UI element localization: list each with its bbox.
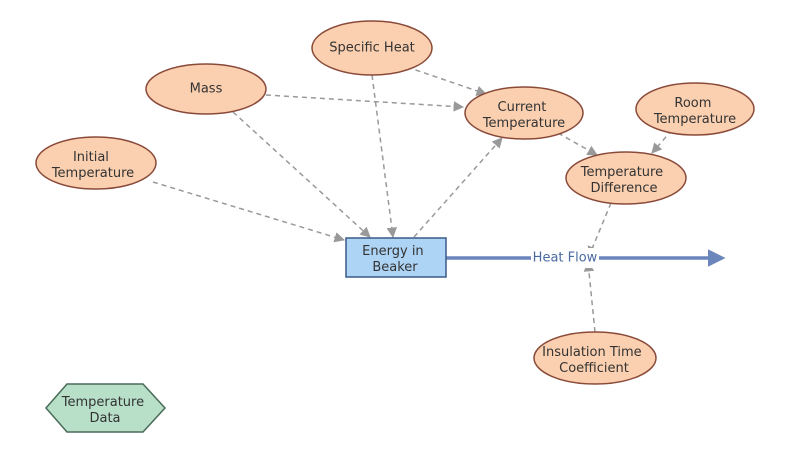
variable-temperature-difference[interactable]: Temperature Difference: [565, 151, 687, 205]
variable-room-temperature[interactable]: Room Temperature: [635, 82, 755, 136]
link-mass-to-current-temperature[interactable]: [265, 94, 465, 112]
variable-insulation-time-coefficient-label-line2: Coefficient: [559, 361, 629, 376]
svg-text:Current Temperature: Current Temperature: [482, 100, 565, 131]
heat-flow[interactable]: Heat Flow: [446, 248, 726, 268]
heat-flow-label: Heat Flow: [533, 251, 598, 266]
variable-mass-shape[interactable]: [145, 63, 267, 115]
stock-energy-in-beaker-label-line1: Energy in: [362, 244, 424, 259]
variable-insulation-time-coefficient-label-line1: Insulation Time: [542, 345, 642, 360]
heat-flow-label-bg: [531, 248, 599, 268]
link-current-temperature-to-temperature-difference[interactable]: [557, 132, 598, 156]
variable-initial-temperature[interactable]: Initial Temperature: [35, 136, 157, 190]
variable-temperature-difference-label-line1: Temperature: [580, 165, 663, 180]
influence-links: [152, 66, 673, 333]
svg-text:Initial Temperature: Initial Temperature: [51, 150, 134, 181]
data-temperature-data-label-line1: Temperature: [61, 395, 144, 410]
variable-initial-temperature-label-line1: Initial: [73, 150, 109, 165]
variable-temperature-difference-shape[interactable]: [565, 151, 687, 205]
data-temperature-data[interactable]: Temperature Data: [45, 383, 167, 433]
svg-text:Energy in Beaker: Energy in Beaker: [362, 244, 428, 275]
svg-text:Temperature Difference: Temperature Difference: [580, 165, 668, 196]
variable-room-temperature-shape[interactable]: [635, 82, 755, 136]
variable-current-temperature-shape[interactable]: [464, 86, 584, 140]
svg-text:Room Temperature: Room Temperature: [653, 96, 736, 127]
link-temperature-difference-to-heat-flow[interactable]: [587, 202, 612, 257]
variable-current-temperature-label-line2: Temperature: [482, 116, 565, 131]
stock-energy-in-beaker-shape[interactable]: [345, 237, 447, 278]
variable-specific-heat-shape[interactable]: [311, 20, 433, 76]
link-room-temperature-to-temperature-difference[interactable]: [651, 129, 673, 154]
data-temperature-data-shape[interactable]: [45, 383, 167, 433]
svg-text:Insulation Time Coeffici: Insulation Time Coefficient: [542, 345, 646, 376]
svg-text:Temperature Data: Temperature Data: [61, 395, 149, 426]
link-insulation-to-heat-flow[interactable]: [583, 260, 596, 333]
data-temperature-data-label-line2: Data: [89, 411, 120, 426]
variable-insulation-time-coefficient-shape[interactable]: [533, 331, 657, 385]
variable-initial-temperature-shape[interactable]: [35, 136, 157, 190]
link-specific-heat-to-current-temperature[interactable]: [406, 66, 487, 96]
variable-initial-temperature-label-line2: Temperature: [51, 166, 134, 181]
link-initial-temperature-to-energy-in-beaker[interactable]: [152, 181, 346, 243]
variable-current-temperature-label-line1: Current: [498, 100, 547, 115]
variable-insulation-time-coefficient[interactable]: Insulation Time Coefficient: [533, 331, 657, 385]
variable-specific-heat[interactable]: Specific Heat: [311, 20, 433, 76]
variable-room-temperature-label-line1: Room: [674, 96, 711, 111]
variable-temperature-difference-label-line2: Difference: [590, 181, 657, 196]
stock-energy-in-beaker-label-line2: Beaker: [372, 260, 418, 275]
link-specific-heat-to-energy-in-beaker[interactable]: [371, 74, 397, 239]
stock-energy-in-beaker[interactable]: Energy in Beaker: [345, 237, 447, 278]
variable-mass-label: Mass: [190, 82, 223, 97]
variable-mass[interactable]: Mass: [145, 63, 267, 115]
variable-room-temperature-label-line2: Temperature: [653, 112, 736, 127]
variable-specific-heat-label: Specific Heat: [329, 41, 415, 56]
link-mass-to-energy-in-beaker[interactable]: [232, 111, 371, 238]
variable-current-temperature[interactable]: Current Temperature: [464, 86, 584, 140]
link-energy-in-beaker-to-current-temperature[interactable]: [413, 137, 503, 238]
